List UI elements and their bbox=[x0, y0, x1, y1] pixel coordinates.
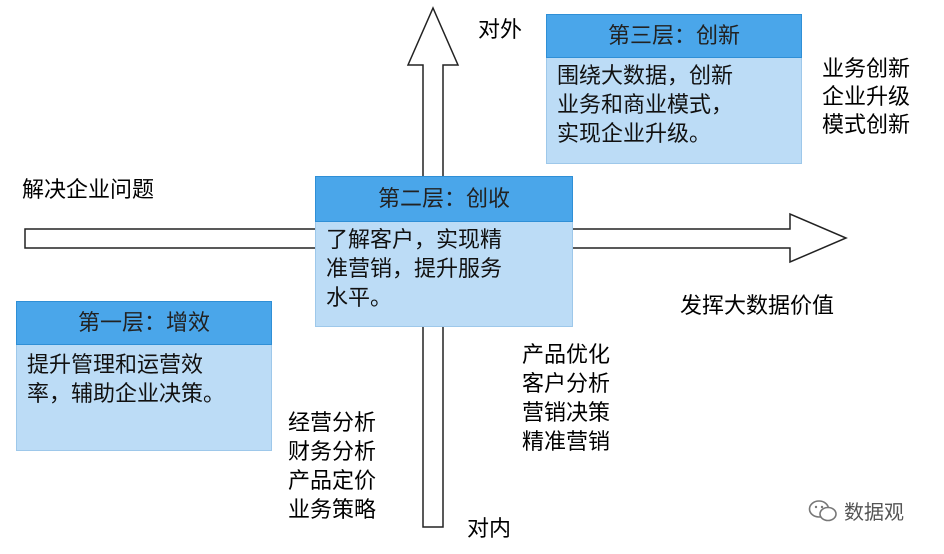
layer2-title: 第二层：创收 bbox=[315, 176, 573, 222]
layer2-card: 第二层：创收 了解客户，实现精 准营销，提升服务 水平。 bbox=[315, 176, 573, 327]
layer1-card: 第一层：增效 提升管理和运营效 率，辅助企业决策。 bbox=[16, 301, 272, 451]
list-item: 财务分析 bbox=[288, 440, 377, 465]
list-item: 业务创新 bbox=[822, 57, 911, 82]
list-item: 业务策略 bbox=[288, 498, 377, 523]
axis-right-label: 发挥大数据价值 bbox=[680, 294, 835, 319]
layer3-line: 实现企业升级。 bbox=[557, 122, 712, 147]
axis-left-label: 解决企业问题 bbox=[22, 178, 155, 203]
wechat-icon bbox=[808, 499, 837, 521]
layer2-line: 了解客户，实现精 bbox=[326, 228, 503, 253]
list-item: 企业升级 bbox=[822, 85, 911, 110]
layer3-item-list: 业务创新 企业升级 模式创新 bbox=[822, 56, 910, 140]
axis-bottom-label: 对内 bbox=[467, 517, 512, 542]
list-item: 模式创新 bbox=[822, 113, 911, 138]
list-item: 营销决策 bbox=[522, 401, 611, 426]
list-item: 产品优化 bbox=[522, 343, 611, 368]
watermark: 数据观 bbox=[808, 496, 904, 525]
list-item: 经营分析 bbox=[288, 411, 377, 436]
layer3-line: 围绕大数据，创新 bbox=[557, 64, 734, 89]
list-item: 产品定价 bbox=[288, 469, 377, 494]
list-item: 精准营销 bbox=[522, 430, 611, 455]
layer2-body: 了解客户，实现精 准营销，提升服务 水平。 bbox=[315, 222, 573, 327]
layer1-item-list: 经营分析 财务分析 产品定价 业务策略 bbox=[288, 409, 376, 525]
layer1-body: 提升管理和运营效 率，辅助企业决策。 bbox=[16, 345, 272, 451]
watermark-text: 数据观 bbox=[844, 500, 904, 524]
layer3-title: 第三层：创新 bbox=[546, 14, 802, 58]
list-item: 客户分析 bbox=[522, 372, 611, 397]
layer1-line: 提升管理和运营效 bbox=[27, 353, 204, 378]
layer2-item-list: 产品优化 客户分析 营销决策 精准营销 bbox=[522, 341, 610, 457]
layer3-card: 第三层：创新 围绕大数据，创新 业务和商业模式， 实现企业升级。 bbox=[546, 14, 802, 164]
layer3-body: 围绕大数据，创新 业务和商业模式， 实现企业升级。 bbox=[546, 58, 802, 164]
layer1-line: 率，辅助企业决策。 bbox=[27, 382, 226, 407]
layer1-title: 第一层：增效 bbox=[16, 301, 272, 345]
axis-top-label: 对外 bbox=[478, 18, 523, 43]
layer2-line: 水平。 bbox=[326, 286, 393, 311]
layer2-line: 准营销，提升服务 bbox=[326, 257, 503, 282]
layer3-line: 业务和商业模式， bbox=[557, 93, 734, 118]
